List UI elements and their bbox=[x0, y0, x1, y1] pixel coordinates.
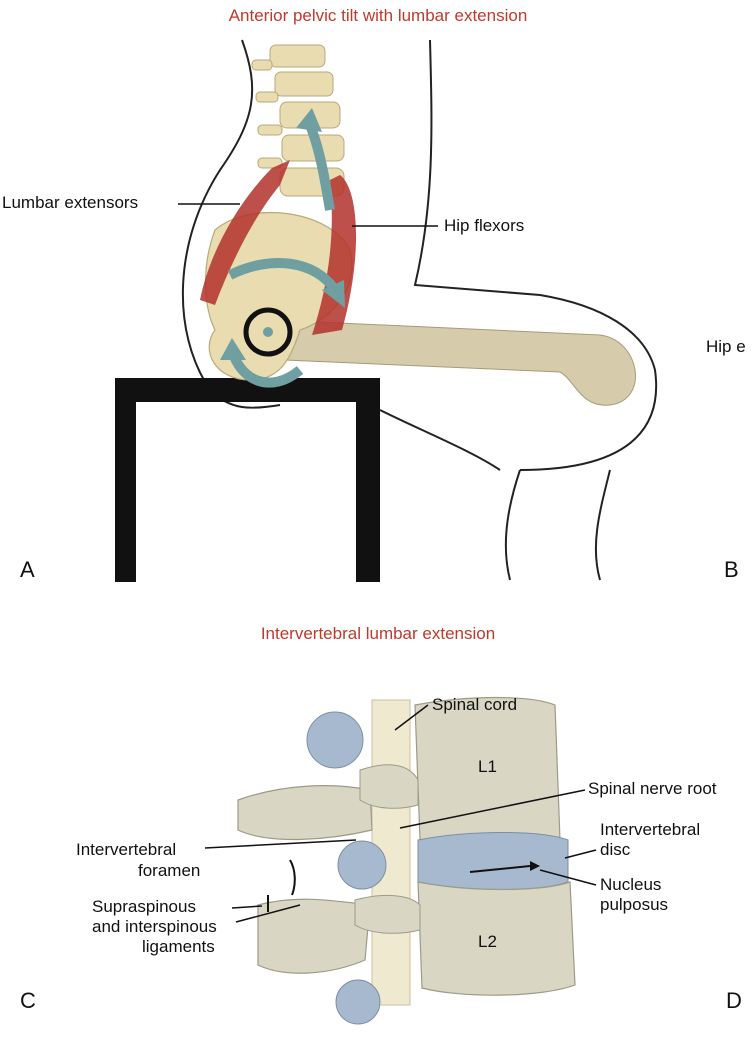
chair bbox=[115, 378, 380, 582]
leader-ligaments-2 bbox=[235, 904, 301, 923]
rotation-arrow-ischium-head bbox=[220, 338, 246, 360]
rotation-arrow-spine-head bbox=[296, 108, 322, 132]
hip-flexor-muscle bbox=[312, 175, 357, 335]
hip-joint-head bbox=[263, 327, 273, 337]
body-outline-front bbox=[413, 39, 658, 471]
label-spinal-nerve-root: Spinal nerve root bbox=[588, 779, 717, 798]
intervertebral-disc bbox=[417, 832, 569, 890]
panel-letter-a: A bbox=[20, 557, 35, 582]
articular-process-top bbox=[306, 711, 364, 769]
rotation-arrow-spine bbox=[305, 123, 335, 211]
leader-ligaments-1 bbox=[231, 905, 263, 909]
label-ligaments-line3: ligaments bbox=[142, 937, 215, 956]
body-outline-back bbox=[181, 39, 281, 409]
leg-outline bbox=[504, 469, 521, 581]
figure-title-top: Anterior pelvic tilt with lumbar extensi… bbox=[228, 6, 528, 25]
posterior-process-upper bbox=[237, 785, 373, 841]
posterior-process-lower bbox=[257, 898, 371, 974]
rotation-arrow-pelvis-head bbox=[322, 280, 345, 308]
femur bbox=[274, 319, 636, 406]
articular-process-mid bbox=[337, 840, 387, 890]
leader-spinal-cord bbox=[394, 704, 429, 731]
label-intervertebral-foramen-line2: foramen bbox=[138, 861, 201, 880]
label-intervertebral-disc-line1: Intervertebral bbox=[600, 820, 701, 839]
label-intervertebral-foramen-line1: Intervertebral bbox=[76, 840, 177, 859]
figure-title-bottom: Intervertebral lumbar extension bbox=[260, 624, 496, 643]
pelvis bbox=[204, 212, 353, 381]
label-nucleus-line2: pulposus bbox=[600, 895, 669, 914]
rotation-arrow-pelvis bbox=[227, 258, 340, 294]
label-l1: L1 bbox=[478, 757, 497, 776]
panel-letter-d: D bbox=[726, 988, 742, 1013]
leader-intervertebral-disc bbox=[564, 849, 597, 859]
leader-spinal-nerve-root bbox=[399, 789, 586, 829]
label-spinal-cord: Spinal cord bbox=[432, 695, 518, 714]
label-nucleus-line1: Nucleus bbox=[600, 875, 662, 894]
ligament-arrow-1 bbox=[289, 859, 296, 896]
label-ligaments-line1: Supraspinous bbox=[92, 897, 196, 916]
label-intervertebral-disc-line2: disc bbox=[600, 840, 631, 859]
nucleus-arrow bbox=[469, 865, 531, 873]
lumbar-extensor-muscle bbox=[200, 160, 290, 305]
leg-outline-front bbox=[594, 469, 611, 581]
leader-nucleus bbox=[539, 869, 597, 886]
spinous-processes bbox=[251, 59, 283, 169]
panel-letter-b: B bbox=[724, 557, 739, 582]
panel-letter-c: C bbox=[20, 988, 36, 1013]
pedicle-lower bbox=[354, 895, 421, 934]
pedicle-upper bbox=[359, 764, 419, 809]
calf-outline bbox=[379, 409, 501, 471]
label-hip-extensors-cropped: Hip e bbox=[706, 337, 746, 356]
nucleus-arrow-head bbox=[530, 861, 540, 871]
label-lumbar-extensors: Lumbar extensors bbox=[2, 193, 139, 212]
label-hip-flexors: Hip flexors bbox=[444, 216, 525, 235]
vertebra-l2-body bbox=[417, 881, 576, 996]
articular-process-bottom bbox=[335, 979, 381, 1025]
label-l2: L2 bbox=[478, 932, 497, 951]
label-ligaments-line2: and interspinous bbox=[92, 917, 217, 936]
leader-intervertebral-foramen bbox=[204, 839, 357, 849]
